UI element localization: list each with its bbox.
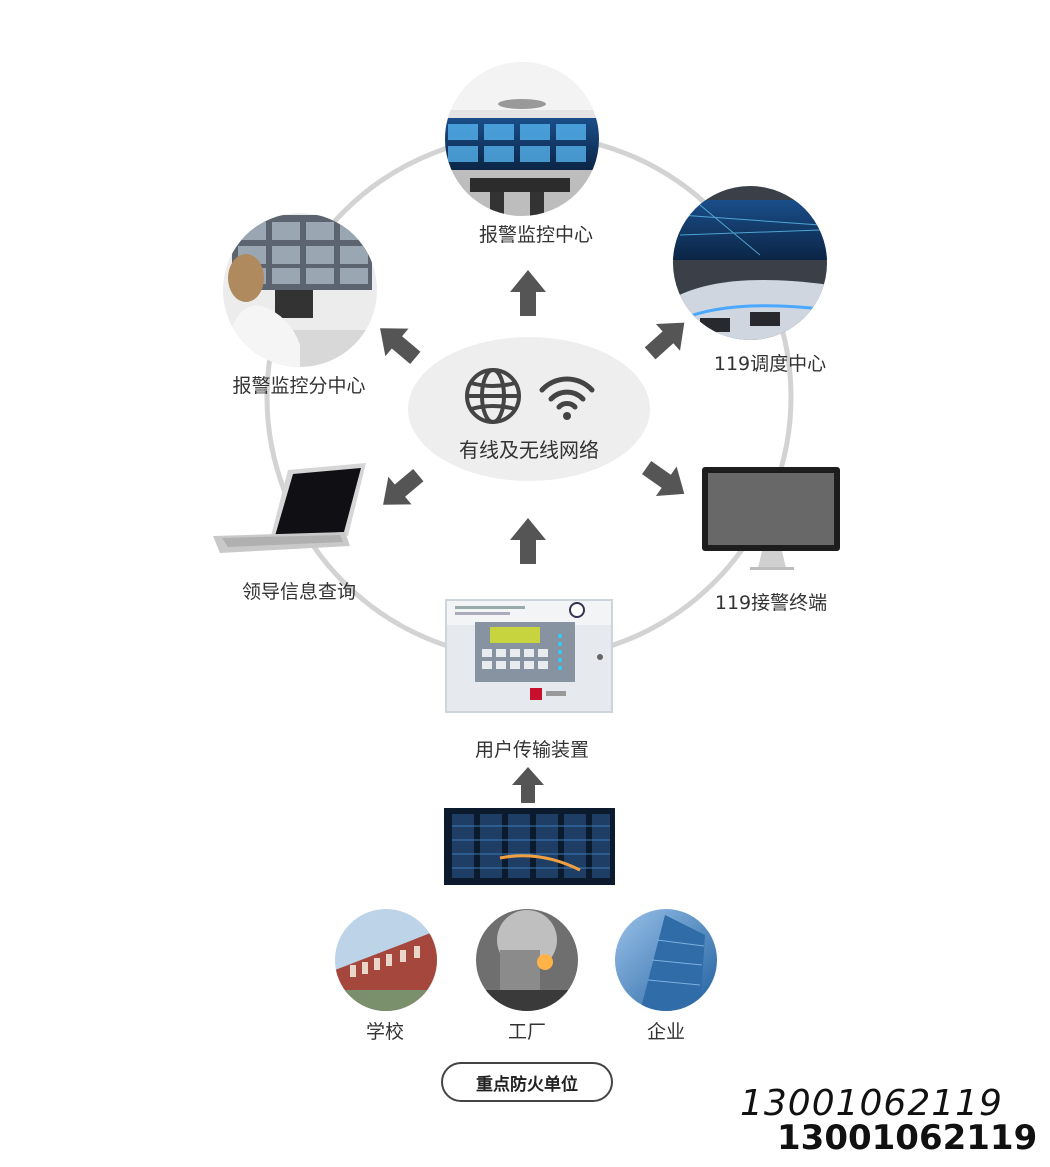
transmission-device-label: 用户传输装置 (474, 739, 590, 761)
monitor-image (702, 467, 840, 570)
globe-icon (465, 368, 521, 424)
arrows (380, 270, 685, 803)
dispatch-119-label: 119调度中心 (713, 353, 827, 375)
server-room-image (444, 808, 615, 885)
network-label: 有线及无线网络 (459, 438, 599, 462)
watermark-phone-bold: 13001062119 (777, 1118, 1038, 1158)
laptop-image (213, 463, 366, 553)
terminal-119-label: 119接警终端 (714, 592, 828, 614)
watermark-phone-italic: 13001062119 (740, 1083, 1003, 1124)
factory-photo (476, 909, 578, 1011)
arrow-from-server (512, 767, 544, 803)
arrow-to-center (510, 270, 546, 316)
dispatch-119-photo (673, 186, 827, 340)
alarm-center-photo (445, 62, 599, 216)
alarm-center-label: 报警监控中心 (478, 224, 594, 246)
arrow-to-leader (383, 469, 424, 505)
arrow-from-device (510, 518, 546, 564)
wifi-icon (539, 376, 595, 420)
arrow-to-subcenter (380, 328, 421, 364)
key-fire-units-badge: 重点防火单位 (441, 1062, 613, 1102)
leader-query-label: 领导信息查询 (241, 581, 357, 603)
factory-label: 工厂 (507, 1021, 547, 1043)
alarm-subcenter-label: 报警监控分中心 (232, 375, 366, 397)
transmission-device-image (445, 599, 613, 713)
arrow-to-119-dispatch (644, 322, 685, 360)
arrow-to-terminal (642, 460, 685, 497)
alarm-subcenter-photo (223, 213, 377, 367)
network-bubble (408, 337, 650, 481)
enterprise-photo (615, 909, 717, 1011)
school-photo (335, 909, 437, 1011)
school-label: 学校 (365, 1021, 405, 1043)
enterprise-label: 企业 (646, 1021, 686, 1043)
